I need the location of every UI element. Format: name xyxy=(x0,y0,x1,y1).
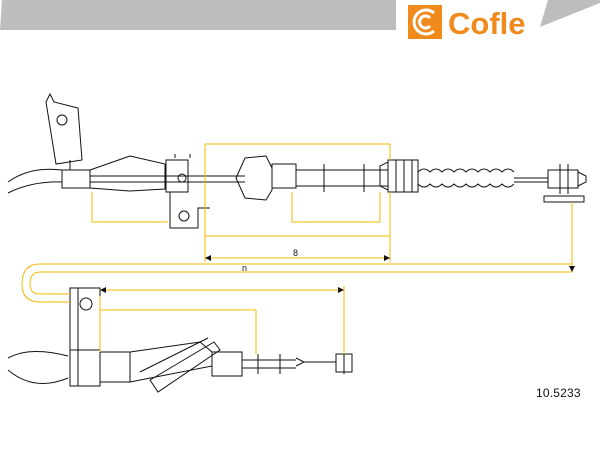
lower-mount-bracket xyxy=(69,287,101,387)
logo-mark-swirl xyxy=(412,8,435,36)
dimension-arrow xyxy=(569,266,575,272)
upper-clevis-tip xyxy=(577,171,587,187)
logo-mark-swirl-inner xyxy=(418,14,432,30)
upper-mount-bracket xyxy=(45,92,83,165)
lower-sheath-curve xyxy=(7,369,69,384)
lower-sheath-curve xyxy=(7,351,69,359)
upper-adjuster xyxy=(387,159,419,193)
upper-clevis xyxy=(547,169,579,189)
lower-spring xyxy=(295,357,306,367)
dimension-loop xyxy=(29,271,572,295)
banner-left xyxy=(0,0,396,30)
upper-adjuster-nut xyxy=(379,161,389,191)
upper-ferrule xyxy=(271,163,297,189)
lower-shroud xyxy=(149,341,221,393)
lower-boot xyxy=(99,351,131,383)
dimension-label-upper: 8 xyxy=(293,248,298,258)
upper-clamp xyxy=(165,159,189,193)
part-number: 10.5233 xyxy=(536,386,581,400)
lower-bracket-hole xyxy=(79,297,93,311)
lower-cable xyxy=(7,287,353,393)
dimension-arrow xyxy=(338,287,344,293)
dimension-arrow xyxy=(100,287,106,293)
banner-right xyxy=(540,0,600,27)
dimension-loop xyxy=(21,263,572,303)
upper-clamp-hole xyxy=(177,173,187,183)
upper-sheath-taper xyxy=(89,155,166,192)
upper-spring xyxy=(417,168,515,173)
dimension-arrow xyxy=(205,255,211,261)
upper-sheath-curve xyxy=(7,181,63,194)
logo-wordmark: Cofle xyxy=(448,6,526,41)
lower-shroud xyxy=(139,337,209,373)
upper-sheath-curve xyxy=(7,168,63,183)
upper-grommet xyxy=(235,155,273,201)
upper-clamp-bracket-hole xyxy=(178,210,190,222)
lower-ferrule xyxy=(211,351,243,377)
upper-boot xyxy=(61,169,91,189)
cofle-logo: Cofle xyxy=(408,5,526,41)
upper-clamp-bracket xyxy=(169,192,210,229)
lower-sheath-taper xyxy=(129,341,213,383)
upper-cable xyxy=(7,92,587,229)
upper-clevis-pin xyxy=(543,195,585,203)
upper-bracket-hole xyxy=(56,114,68,126)
dimension-label-lower: n xyxy=(242,263,247,273)
header-banner xyxy=(0,0,600,30)
upper-spring xyxy=(417,183,515,188)
dimension-arrow xyxy=(384,255,390,261)
